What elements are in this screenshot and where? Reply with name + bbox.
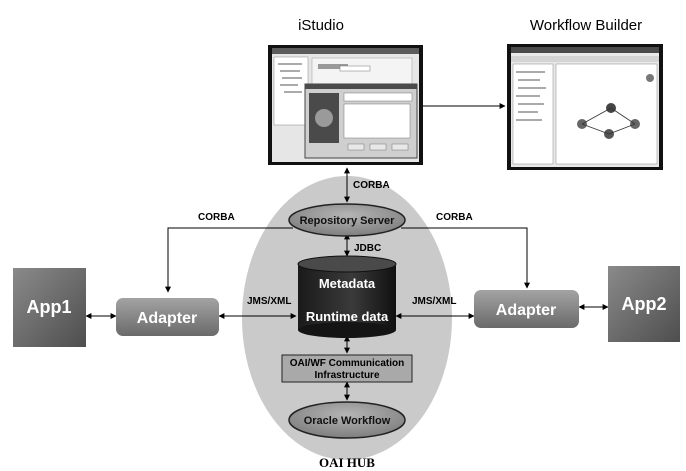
workflow-builder-screenshot — [507, 44, 663, 170]
app1-label: App1 — [27, 297, 72, 317]
corba-label-top: CORBA — [353, 180, 390, 191]
workflow-builder-title: Workflow Builder — [530, 17, 642, 34]
adapter-left-label: Adapter — [137, 310, 197, 327]
adapter-right-label: Adapter — [496, 302, 556, 319]
oracle-workflow-node: Oracle Workflow — [288, 401, 406, 439]
app2-node: App2 — [608, 266, 680, 342]
runtime-data-label: Runtime data — [306, 309, 389, 324]
adapter-left-node: Adapter — [116, 298, 219, 336]
adapter-right-node: Adapter — [474, 290, 579, 328]
repository-server-node: Repository Server — [288, 203, 406, 237]
communication-label-line1: OAI/WF Communication — [290, 358, 404, 369]
oracle-workflow-label: Oracle Workflow — [304, 415, 391, 427]
jms-xml-label-left: JMS/XML — [247, 296, 291, 307]
connectors — [85, 167, 609, 401]
app1-node: App1 — [13, 268, 86, 347]
jdbc-label: JDBC — [354, 243, 381, 254]
repository-server-label: Repository Server — [300, 215, 395, 227]
istudio-screenshot — [268, 45, 423, 165]
app2-label: App2 — [622, 294, 667, 314]
corba-label-left: CORBA — [198, 212, 235, 223]
metadata-label: Metadata — [319, 276, 376, 291]
istudio-title: iStudio — [298, 17, 344, 34]
communication-infrastructure-box: OAI/WF Communication Infrastructure — [281, 354, 413, 383]
corba-label-right: CORBA — [436, 212, 473, 223]
oai-hub-label: OAI HUB — [319, 455, 375, 470]
jms-xml-label-right: JMS/XML — [412, 296, 456, 307]
communication-label-line2: Infrastructure — [314, 370, 379, 381]
metadata-cylinder: Metadata Runtime data — [297, 255, 397, 338]
